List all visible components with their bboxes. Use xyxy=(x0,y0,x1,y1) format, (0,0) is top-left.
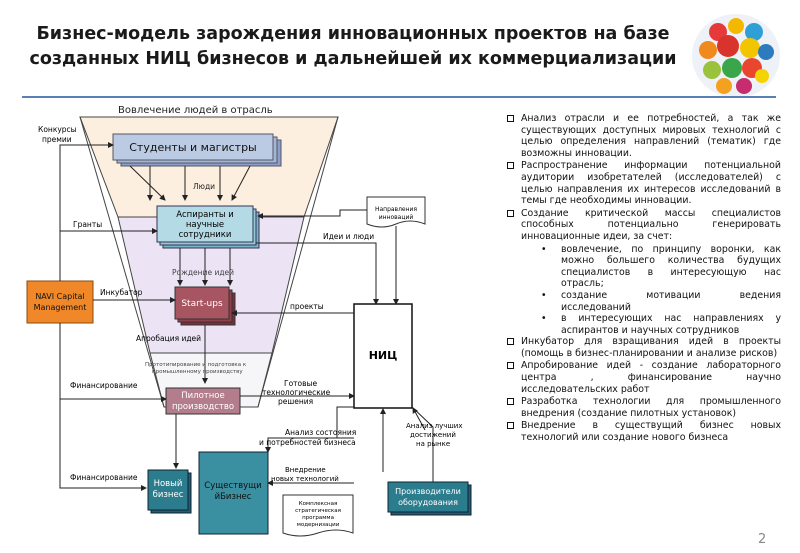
new-business-line1: Новый xyxy=(154,479,183,489)
label-best-3: на рынке xyxy=(416,440,450,448)
label-financing1: Финансирование xyxy=(70,381,138,390)
bullet-item: Внедрение в существущий бизнес новых тех… xyxy=(505,420,781,443)
company-logo xyxy=(692,14,780,98)
directions-line1: Направления xyxy=(375,206,417,213)
label-ready-3: решения xyxy=(278,397,313,406)
funnel-title: Вовлечение людей в отрасль xyxy=(118,105,273,116)
graduate-line2: научные xyxy=(186,220,224,230)
producers-box: Производители оборудования xyxy=(387,481,472,516)
existing-line2: йБизнес xyxy=(215,492,252,502)
graduate-line1: Аспиранты и xyxy=(176,210,234,220)
page-number: 2 xyxy=(758,532,767,547)
pilot-line2: производство xyxy=(172,402,234,412)
prototyping-line1: Прототипирование и подготовка к xyxy=(145,362,247,368)
label-grants: Гранты xyxy=(73,220,102,229)
nic-label: НИЦ xyxy=(369,349,398,362)
label-contests-1: Конкурсы xyxy=(38,125,77,134)
label-approbation: Апробация идей xyxy=(136,334,201,343)
nic-box: НИЦ xyxy=(353,303,413,409)
graduate-box: Аспиранты и научные сотрудники xyxy=(156,205,260,249)
bullet-item: Анализ отрасли и ее потребностей, а так … xyxy=(505,113,781,159)
navi-box: NAVI Capital Management xyxy=(26,280,94,324)
directions-line2: инноваций xyxy=(379,214,414,221)
sub-bullet-item: в интересующих нас направлениях у аспира… xyxy=(505,313,781,336)
label-ideas-people: Идеи и люди xyxy=(323,232,374,241)
bullet-item: Инкубатор для взращивания идей в проекты… xyxy=(505,336,781,359)
label-best-2: достижений xyxy=(410,431,456,439)
bullet-item: Распространение информации потенциальной… xyxy=(505,160,781,206)
navi-line2: Management xyxy=(34,303,87,312)
students-box: Студенты и магистры xyxy=(112,133,282,167)
producers-line1: Производители xyxy=(395,487,461,496)
label-analysis-2: и потребностей бизнеса xyxy=(259,438,356,447)
existing-line1: Существущи xyxy=(204,481,261,491)
pilot-box: Пилотное производство xyxy=(165,387,241,415)
bullet-list: Анализ отрасли и ее потребностей, а так … xyxy=(505,113,781,445)
label-contests-2: премии xyxy=(42,135,72,144)
navi-line1: NAVI Capital xyxy=(35,292,84,301)
label-impl-2: новых технологий xyxy=(271,475,339,483)
startups-box: Start-ups xyxy=(174,286,236,326)
label-people: Люди xyxy=(193,182,215,191)
producers-line2: оборудования xyxy=(398,498,458,507)
label-financing2: Финансирование xyxy=(70,473,138,482)
label-projects: проекты xyxy=(290,302,324,311)
new-business-box: Новый бизнес xyxy=(147,469,192,514)
program-doc: Комплексная стратегическая программа мод… xyxy=(282,494,354,537)
business-model-diagram: Вовлечение людей в отрасль Студенты и ма… xyxy=(26,105,472,537)
directions-doc: Направления инноваций xyxy=(366,196,426,228)
prototyping-line2: промышленному производству xyxy=(152,369,243,375)
program-line1: Комплексная xyxy=(299,501,338,507)
bullet-item: Апробирование идей - создание лабораторн… xyxy=(505,360,781,395)
startups-label: Start-ups xyxy=(181,299,223,309)
label-impl-1: Внедрение xyxy=(285,466,326,474)
graduate-line3: сотрудники xyxy=(179,230,232,240)
label-best-1: Анализ лучших xyxy=(406,422,462,430)
pilot-line1: Пилотное xyxy=(181,391,225,401)
program-line2: стратегическая xyxy=(295,508,341,514)
label-ready-1: Готовые xyxy=(284,379,317,388)
bullet-item: Разработка технологии для промышленного … xyxy=(505,396,781,419)
new-business-line2: бизнес xyxy=(153,490,184,500)
existing-business-box: Существущи йБизнес xyxy=(198,451,269,535)
program-line4: модернизации xyxy=(297,522,340,528)
students-label: Студенты и магистры xyxy=(129,141,257,154)
bullet-item: Создание критической массы специалистов … xyxy=(505,208,781,243)
sub-bullet-item: вовлечение, по принципу воронки, как мож… xyxy=(505,244,781,290)
label-incubator: Инкубатор xyxy=(100,288,143,297)
sub-bullet-item: создание мотивации ведения исследований xyxy=(505,290,781,313)
label-analysis-1: Анализ состояния xyxy=(285,428,356,437)
slide-title: Бизнес-модель зарождения инновационных п… xyxy=(29,24,677,69)
title-rule xyxy=(22,96,776,98)
label-birth-ideas: Рождение идей xyxy=(172,268,234,277)
label-ready-2: технологические xyxy=(262,388,331,397)
program-line3: программа xyxy=(302,515,334,521)
